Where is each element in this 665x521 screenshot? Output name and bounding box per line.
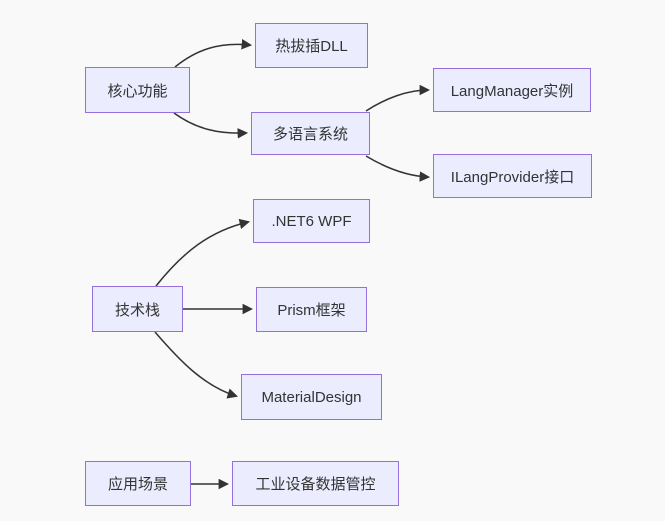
edge-tech-stack-to-material-design bbox=[154, 331, 239, 399]
node-hot-plug-dll: 热拔插DLL bbox=[255, 23, 368, 68]
node-multi-language: 多语言系统 bbox=[251, 112, 370, 155]
node-tech-stack: 技术栈 bbox=[92, 286, 183, 332]
node-lang-manager: LangManager实例 bbox=[433, 68, 591, 112]
edge-multi-language-to-ilang-provider bbox=[365, 155, 431, 182]
node-label-tech-stack: 技术栈 bbox=[114, 301, 160, 319]
node-label-material-design: MaterialDesign bbox=[261, 388, 362, 406]
node-ilang-provider: ILangProvider接口 bbox=[433, 154, 592, 198]
node-label-app-scenario: 应用场景 bbox=[107, 476, 168, 493]
edge-core-features-to-multi-language bbox=[173, 112, 249, 139]
node-app-scenario: 应用场景 bbox=[85, 461, 191, 506]
node-material-design: MaterialDesign bbox=[241, 374, 382, 420]
node-label-prism-framework: Prism框架 bbox=[277, 302, 346, 319]
node-label-lang-manager: LangManager实例 bbox=[450, 82, 574, 100]
node-label-ilang-provider: ILangProvider接口 bbox=[450, 168, 575, 186]
node-prism-framework: Prism框架 bbox=[256, 287, 367, 332]
node-label-industrial-data: 工业设备数据管控 bbox=[255, 476, 376, 493]
edge-tech-stack-to-dotnet-wpf bbox=[155, 218, 251, 287]
node-dotnet-wpf: .NET6 WPF bbox=[253, 199, 370, 243]
node-label-multi-language: 多语言系统 bbox=[272, 126, 348, 143]
edge-multi-language-to-lang-manager bbox=[365, 84, 431, 112]
edge-core-features-to-hot-plug-dll bbox=[174, 38, 253, 68]
node-core-features: 核心功能 bbox=[85, 67, 190, 113]
node-label-hot-plug-dll: 热拔插DLL bbox=[275, 38, 348, 55]
node-label-dotnet-wpf: .NET6 WPF bbox=[271, 212, 352, 230]
node-industrial-data: 工业设备数据管控 bbox=[232, 461, 399, 506]
node-label-core-features: 核心功能 bbox=[107, 82, 168, 100]
